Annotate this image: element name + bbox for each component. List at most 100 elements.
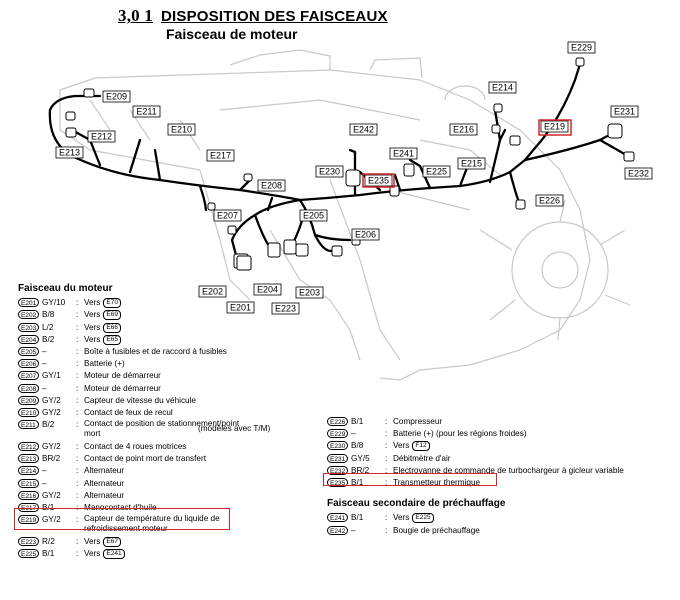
svg-text:E217: E217	[210, 151, 231, 161]
separator: :	[76, 395, 79, 405]
connector-description: Contact de feux de recul	[84, 407, 173, 419]
svg-text:E213: E213	[59, 148, 80, 158]
connector-description: Contact de position de stationnement/poi…	[84, 419, 244, 439]
separator: :	[385, 525, 388, 535]
wire-color: B/1	[351, 513, 364, 523]
wire-color: GY/1	[42, 371, 61, 381]
connector-label-e203: E203	[295, 286, 324, 299]
connector-code: E226	[327, 417, 349, 426]
wire-color: GY/2	[42, 490, 61, 500]
page-title: 3,0 1 DISPOSITION DES FAISCEAUX	[118, 6, 388, 26]
connector-description: Alternateur	[84, 465, 124, 477]
description-text: Vers	[84, 334, 101, 344]
connector-label-e235: E235	[364, 174, 393, 187]
wire-color: B/1	[351, 417, 364, 426]
connector-code: E216	[18, 490, 40, 500]
connector-label-e209: E209	[102, 90, 131, 103]
svg-text:E219: E219	[544, 122, 565, 132]
svg-text:E209: E209	[106, 92, 127, 102]
description-text: Contact de feux de recul	[84, 407, 173, 417]
svg-text:E226: E226	[539, 196, 560, 206]
connector-code: E232	[327, 465, 349, 475]
title-text: DISPOSITION DES FAISCEAUX	[161, 8, 388, 25]
description-text: Vers	[84, 298, 101, 308]
description-text: Débitmètre d'air	[393, 453, 451, 463]
wire-color: GY/10	[42, 298, 66, 308]
highlight-e235-diagram	[362, 173, 395, 188]
connector-label-e219: E219	[540, 120, 569, 133]
svg-text:E215: E215	[461, 159, 482, 169]
svg-text:E242: E242	[353, 125, 374, 135]
legend-row-e229: E229–:Batterie (+) (pour les régions fro…	[327, 428, 677, 440]
svg-text:E207: E207	[217, 211, 238, 221]
svg-text:E214: E214	[492, 83, 513, 93]
reference-connector: E225	[412, 513, 434, 524]
connector-description: Compresseur	[393, 416, 442, 428]
svg-text:E229: E229	[571, 43, 592, 53]
wire-color: GY/5	[351, 453, 370, 463]
wire-color: GY/2	[42, 515, 61, 525]
description-text: Boîte à fusibles et de raccord à fusible…	[84, 346, 227, 356]
connector-label-e229: E229	[567, 41, 596, 54]
connector-description: Batterie (+)	[84, 358, 125, 370]
wire-color: BR/2	[42, 454, 61, 464]
separator: :	[76, 420, 79, 430]
svg-text:E201: E201	[230, 303, 251, 313]
connector-description: Contact de point mort de transfert	[84, 453, 206, 465]
legend-row-e208: E208–:Moteur de démarreur	[18, 383, 318, 395]
connector-label-e214: E214	[488, 81, 517, 94]
separator: :	[76, 298, 79, 308]
connector-label-e241: E241	[389, 147, 418, 160]
svg-text:E230: E230	[319, 167, 340, 177]
description-text: Vers	[84, 549, 101, 559]
svg-text:E212: E212	[91, 132, 112, 142]
highlight-e235-legend	[323, 473, 497, 486]
separator: :	[76, 466, 79, 476]
connector-description: Moteur de démarreur	[84, 383, 161, 395]
connector-code: E214	[18, 466, 40, 476]
connector-label-e216: E216	[449, 123, 478, 136]
separator: :	[76, 383, 79, 393]
svg-text:E206: E206	[355, 230, 376, 240]
connector-label-e215: E215	[457, 157, 486, 170]
connector-description: Electrovanne de commande de turbochargeu…	[393, 465, 624, 477]
connector-description: Alternateur	[84, 490, 124, 502]
description-text: Contact de point mort de transfert	[84, 454, 206, 464]
reference-connector: E67	[103, 537, 121, 548]
legend-row-e215: E215–:Alternateur	[18, 478, 318, 490]
wire-color: –	[42, 478, 47, 488]
connector-label-e211: E211	[132, 105, 161, 118]
svg-text:E205: E205	[303, 211, 324, 221]
connector-description: Boîte à fusibles et de raccord à fusible…	[84, 346, 227, 358]
connector-description: Capteur de vitesse du véhicule	[84, 395, 196, 407]
separator: :	[385, 429, 388, 439]
connector-label-e242: E242	[349, 123, 378, 136]
connector-label-e231: E231	[610, 105, 639, 118]
description-text: Contact de 4 roues motrices	[84, 442, 187, 452]
legend-row-e205: E205–:Boîte à fusibles et de raccord à f…	[18, 346, 318, 358]
description-text: Batterie (+) (pour les régions froides)	[393, 429, 527, 439]
connector-code: E205	[18, 346, 40, 356]
svg-text:E216: E216	[453, 125, 474, 135]
description-text: Batterie (+)	[84, 359, 125, 369]
section-number: 3,0 1	[118, 6, 153, 25]
highlight-e219-legend	[14, 508, 230, 530]
separator: :	[76, 359, 79, 369]
description-text: Moteur de démarreur	[84, 383, 161, 393]
connector-code: E223	[18, 537, 40, 547]
wire-color: –	[42, 466, 47, 476]
connector-code: E208	[18, 383, 40, 393]
separator: :	[76, 478, 79, 488]
